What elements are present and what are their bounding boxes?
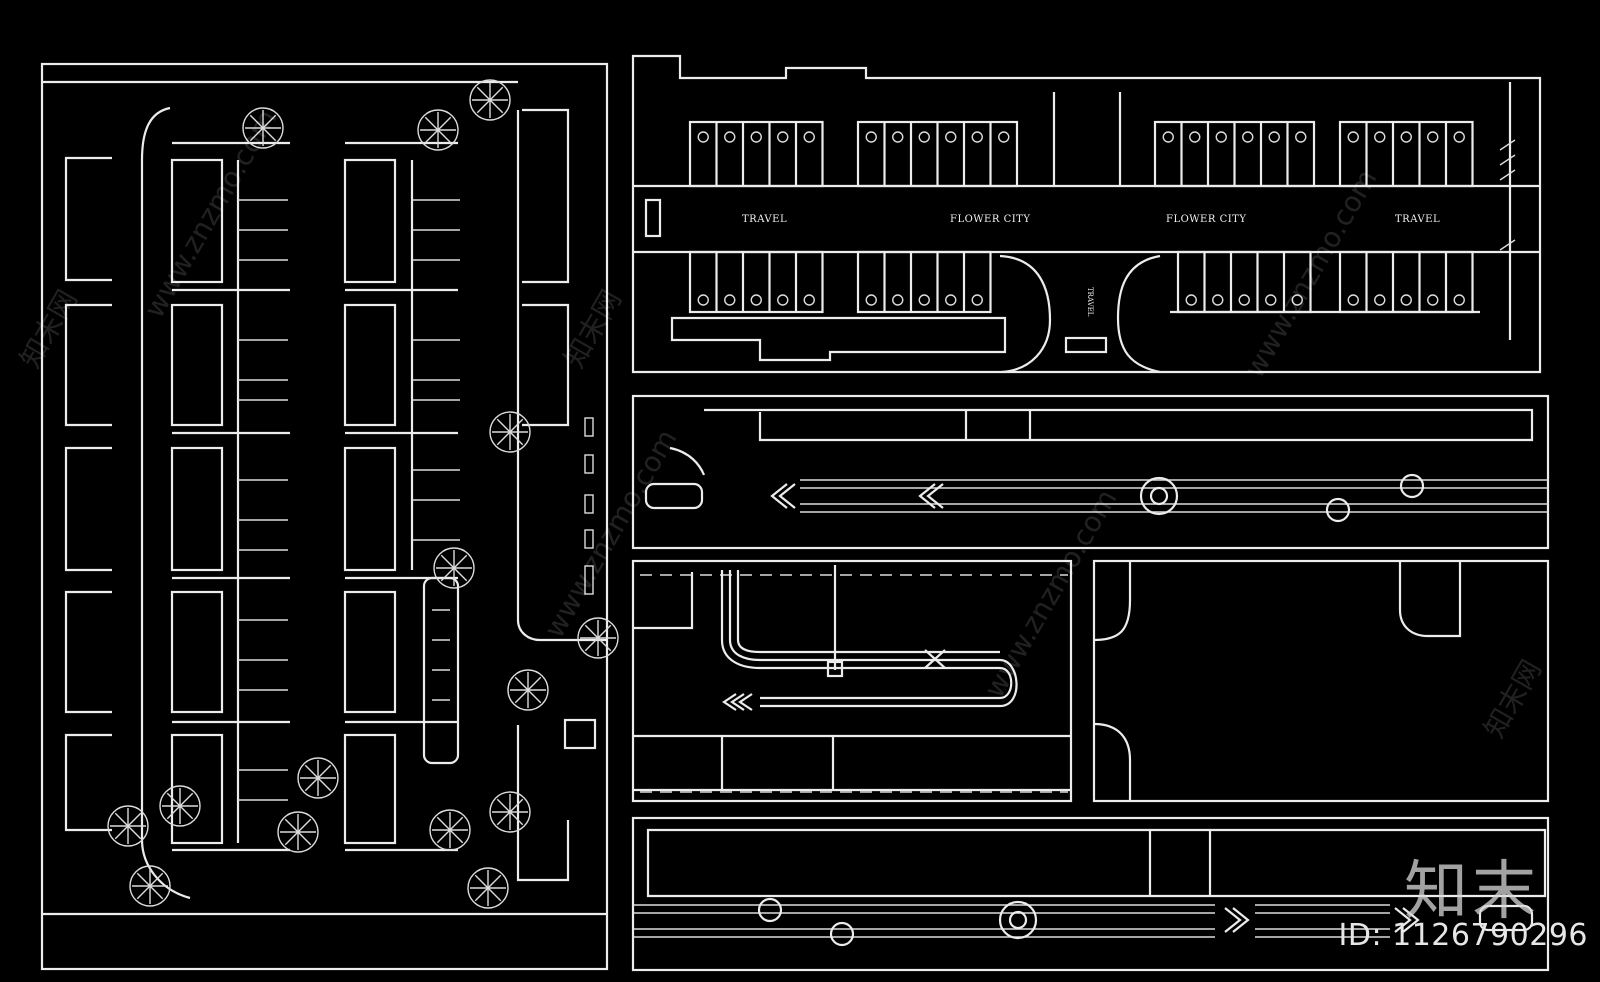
car-symbol	[644, 482, 704, 510]
tree-icon	[467, 867, 509, 909]
stall-marker	[892, 131, 904, 143]
tree-icon	[159, 785, 201, 827]
stall-marker	[750, 294, 762, 306]
stall-marker	[1242, 131, 1254, 143]
stall-marker	[998, 131, 1010, 143]
parking-blocks-left	[170, 141, 290, 852]
parking-blocks-right	[516, 108, 607, 882]
stall-marker	[1291, 294, 1303, 306]
road-labels: TRAVEL FLOWER CITY FLOWER CITY TRAVEL TR…	[742, 214, 1440, 317]
stall-marker	[724, 294, 736, 306]
stall-row	[1338, 120, 1474, 188]
tree-icon	[433, 547, 475, 589]
watermark-brand: 知末网	[13, 284, 84, 373]
car-symbol-2	[1478, 904, 1534, 932]
stall-marker	[1374, 131, 1386, 143]
stall-marker	[918, 131, 930, 143]
road-curve-panel	[631, 559, 1073, 803]
stall-marker	[1374, 294, 1386, 306]
parking-rows-top	[688, 120, 1474, 314]
stall-marker	[1189, 131, 1201, 143]
stall-marker	[803, 294, 815, 306]
tree-icon	[107, 805, 149, 847]
stall-marker	[1347, 131, 1359, 143]
curb-markers	[584, 417, 594, 595]
tree-symbols	[107, 79, 619, 909]
stall-row	[1153, 120, 1316, 188]
stall-marker	[724, 131, 736, 143]
stall-marker	[1162, 131, 1174, 143]
label-travel-left: TRAVEL	[742, 214, 787, 225]
tree-icon	[297, 757, 339, 799]
label-flower-city-left: FLOWER CITY	[950, 214, 1030, 225]
stall-marker	[918, 294, 930, 306]
watermark-text: www.znzmo.com	[977, 484, 1123, 704]
stall-marker	[1400, 131, 1412, 143]
top-right-plan-panel: TRAVEL FLOWER CITY FLOWER CITY TRAVEL TR…	[631, 54, 1542, 374]
road-strip-panel-1	[631, 394, 1550, 550]
stall-marker	[697, 131, 709, 143]
stall-row	[1338, 250, 1474, 314]
stall-marker	[1185, 294, 1197, 306]
tree-icon	[577, 617, 619, 659]
lane-lines-2	[633, 904, 1390, 938]
stall-marker	[892, 294, 904, 306]
stall-marker	[1427, 131, 1439, 143]
stall-marker	[1212, 294, 1224, 306]
outer-parking-stalls	[64, 156, 112, 832]
stall-row	[1176, 250, 1312, 314]
stall-marker	[945, 294, 957, 306]
label-flower-city-right: FLOWER CITY	[1166, 214, 1246, 225]
tree-icon	[489, 411, 531, 453]
stall-marker	[1400, 294, 1412, 306]
tree-icon	[242, 107, 284, 149]
label-travel-vertical: TRAVEL	[1086, 287, 1094, 317]
tree-icon	[489, 791, 531, 833]
stall-marker	[945, 131, 957, 143]
stall-marker	[1215, 131, 1227, 143]
image-id-label: ID: 1126790296	[1338, 918, 1588, 953]
left-plan-panel	[40, 62, 619, 971]
stall-marker	[777, 294, 789, 306]
watermark-text: www.znzmo.com	[537, 424, 683, 644]
stall-marker	[1295, 131, 1307, 143]
stall-marker	[1347, 294, 1359, 306]
stall-row	[688, 120, 824, 188]
stall-marker	[1268, 131, 1280, 143]
watermark-text: www.znzmo.com	[1237, 164, 1383, 384]
stall-marker	[697, 294, 709, 306]
stall-marker	[803, 131, 815, 143]
label-travel-right: TRAVEL	[1395, 214, 1440, 225]
stall-marker	[1453, 294, 1465, 306]
stall-marker	[865, 294, 877, 306]
parking-blocks-middle	[343, 141, 460, 852]
stall-marker	[1265, 294, 1277, 306]
stall-marker	[777, 131, 789, 143]
tree-icon	[507, 669, 549, 711]
stall-marker	[971, 131, 983, 143]
stall-row	[856, 120, 1019, 188]
stall-marker	[1453, 131, 1465, 143]
stall-marker	[865, 131, 877, 143]
left-loop-road	[140, 106, 191, 900]
road-strip-panel-2	[631, 816, 1550, 972]
tree-icon	[277, 811, 319, 853]
tree-icon	[417, 109, 459, 151]
blank-room-panel	[1092, 559, 1550, 803]
stall-marker	[1427, 294, 1439, 306]
brand-logo: 知末	[1404, 855, 1540, 929]
tree-icon	[129, 865, 171, 907]
stall-row	[856, 250, 992, 314]
bus-symbol	[422, 576, 460, 765]
stall-marker	[1238, 294, 1250, 306]
stall-marker	[971, 294, 983, 306]
tree-icon	[469, 79, 511, 121]
stall-row	[688, 250, 824, 314]
watermark-brand: 知末网	[1477, 654, 1548, 743]
tree-icon	[429, 809, 471, 851]
stall-marker	[750, 131, 762, 143]
